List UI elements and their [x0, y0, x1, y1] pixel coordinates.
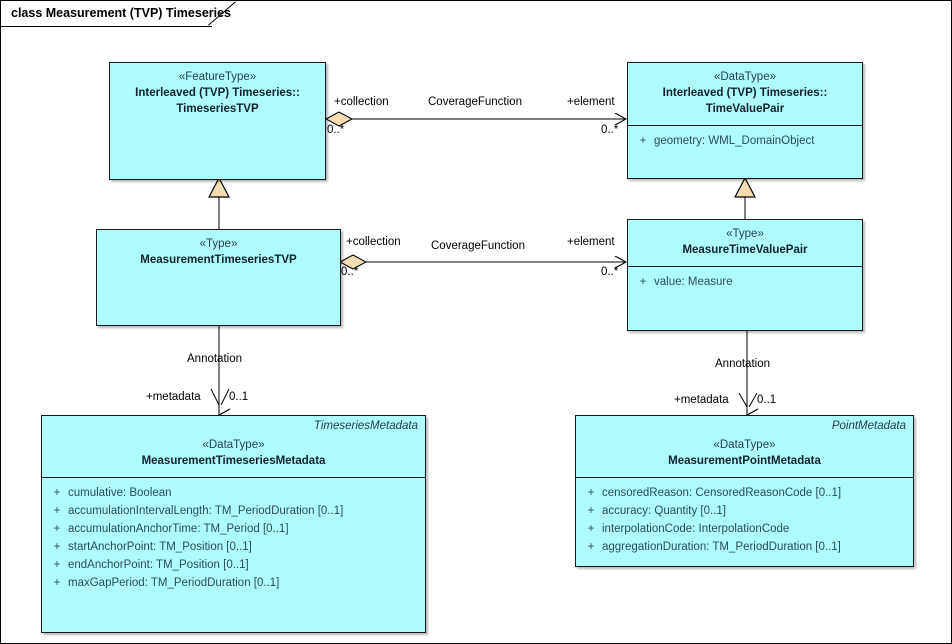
- attribute-text: endAnchorPoint: TM_Position [0..1]: [68, 559, 249, 571]
- attribute-visibility: +: [53, 577, 61, 589]
- attribute-row: + accuracy: Quantity [0..1]: [580, 502, 909, 520]
- diagram-title: class Measurement (TVP) Timeseries: [11, 6, 232, 20]
- class-stereotype: «DataType»: [202, 439, 265, 451]
- attribute-visibility: +: [53, 505, 61, 517]
- label-annotation-left-role: +metadata: [146, 391, 201, 403]
- attribute-row: + accumulationIntervalLength: TM_PeriodD…: [46, 502, 421, 520]
- attribute-row: + value: Measure: [632, 273, 858, 291]
- label-coverage-bottom-target-mult: 0..*: [601, 266, 619, 278]
- label-coverage-top-name: CoverageFunction: [428, 96, 522, 108]
- attribute-visibility: +: [53, 559, 61, 571]
- class-box-measurement-timeseries-metadata[interactable]: TimeseriesMetadata «DataType» Measuremen…: [41, 415, 426, 633]
- attribute-row: + maxGapPeriod: TM_PeriodDuration [0..1]: [46, 574, 421, 592]
- label-annotation-right-role: +metadata: [674, 394, 729, 406]
- label-annotation-left-mult: 0..1: [229, 391, 249, 403]
- attribute-text: cumulative: Boolean: [68, 487, 172, 499]
- class-header-measure-time-value-pair: «Type» MeasureTimeValuePair: [628, 220, 862, 267]
- attribute-visibility: +: [53, 523, 61, 535]
- class-corner-name: PointMetadata: [831, 420, 906, 432]
- connector-generalization-right: [734, 176, 756, 219]
- class-stereotype: «Type»: [726, 228, 764, 240]
- connector-coverage-function-bottom: [338, 254, 626, 270]
- attribute-text: startAnchorPoint: TM_Position [0..1]: [68, 541, 252, 553]
- class-corner-name: TimeseriesMetadata: [313, 420, 418, 432]
- class-stereotype: «Type»: [199, 238, 238, 250]
- attribute-row: + accumulationAnchorTime: TM_Period [0..…: [46, 520, 421, 538]
- connector-coverage-function-top: [324, 111, 626, 127]
- connector-generalization-left: [208, 176, 230, 229]
- attribute-text: aggregationDuration: TM_PeriodDuration […: [602, 541, 841, 553]
- label-coverage-bottom-source-role: +collection: [346, 236, 401, 248]
- connector-annotation-left: [210, 326, 229, 415]
- class-name-line1: Interleaved (TVP) Timeseries::: [135, 87, 300, 99]
- tab-bottom-edge: [1, 26, 212, 27]
- class-attributes-measurement-timeseries-metadata: + cumulative: Boolean + accumulationInte…: [42, 478, 425, 596]
- label-coverage-bottom-source-mult: 0..*: [341, 266, 359, 278]
- class-box-measurement-point-metadata[interactable]: PointMetadata «DataType» MeasurementPoin…: [575, 415, 914, 567]
- label-coverage-top-target-role: +element: [567, 96, 615, 108]
- attribute-visibility: +: [587, 505, 595, 517]
- attribute-row: + aggregationDuration: TM_PeriodDuration…: [580, 538, 909, 556]
- class-box-timeseries-tvp[interactable]: «FeatureType» Interleaved (TVP) Timeseri…: [109, 62, 326, 180]
- class-box-time-value-pair[interactable]: «DataType» Interleaved (TVP) Timeseries:…: [627, 62, 863, 179]
- label-coverage-bottom-name: CoverageFunction: [431, 240, 525, 252]
- label-annotation-left-name: Annotation: [187, 353, 242, 365]
- attribute-row: + censoredReason: CensoredReasonCode [0.…: [580, 484, 909, 502]
- attribute-text: interpolationCode: InterpolationCode: [602, 523, 790, 535]
- label-coverage-top-target-mult: 0..*: [601, 124, 619, 136]
- label-annotation-right-mult: 0..1: [757, 394, 777, 406]
- class-box-measure-time-value-pair[interactable]: «Type» MeasureTimeValuePair + value: Mea…: [627, 219, 863, 331]
- label-coverage-top-source-role: +collection: [334, 96, 389, 108]
- attribute-text: accumulationIntervalLength: TM_PeriodDur…: [68, 505, 344, 517]
- tab-diagonal-edge: [207, 1, 237, 27]
- class-stereotype: «DataType»: [713, 71, 776, 83]
- attribute-visibility: +: [587, 487, 595, 499]
- class-stereotype: «FeatureType»: [178, 71, 257, 83]
- class-attributes-measurement-point-metadata: + censoredReason: CensoredReasonCode [0.…: [576, 478, 913, 560]
- class-name-line1: MeasureTimeValuePair: [682, 244, 808, 256]
- class-name-line1: Interleaved (TVP) Timeseries::: [662, 87, 828, 99]
- class-name-line2: TimeValuePair: [705, 103, 785, 115]
- attribute-visibility: +: [53, 541, 61, 553]
- class-box-measurement-timeseries-tvp[interactable]: «Type» MeasurementTimeseriesTVP: [96, 229, 341, 326]
- class-name-line1: MeasurementTimeseriesTVP: [140, 254, 297, 266]
- class-header-measurement-timeseries-metadata: TimeseriesMetadata «DataType» Measuremen…: [42, 416, 425, 478]
- class-attributes-measure-time-value-pair: + value: Measure: [628, 267, 862, 295]
- attribute-text: value: Measure: [654, 276, 733, 288]
- attribute-row: + interpolationCode: InterpolationCode: [580, 520, 909, 538]
- attribute-text: maxGapPeriod: TM_PeriodDuration [0..1]: [68, 577, 280, 589]
- attribute-row: + geometry: WML_DomainObject: [632, 132, 858, 150]
- attribute-visibility: +: [587, 541, 595, 553]
- attribute-text: accuracy: Quantity [0..1]: [602, 505, 727, 517]
- class-attributes-time-value-pair: + geometry: WML_DomainObject: [628, 126, 862, 154]
- attribute-text: censoredReason: CensoredReasonCode [0..1…: [602, 487, 842, 499]
- attribute-text: geometry: WML_DomainObject: [654, 135, 815, 147]
- class-header-measurement-timeseries-tvp: «Type» MeasurementTimeseriesTVP: [97, 230, 340, 276]
- connector-annotation-right: [738, 331, 757, 415]
- attribute-text: accumulationAnchorTime: TM_Period [0..1]: [68, 523, 289, 535]
- class-name-line1: MeasurementTimeseriesMetadata: [141, 455, 326, 467]
- label-coverage-top-source-mult: 0..*: [327, 124, 345, 136]
- class-stereotype: «DataType»: [713, 439, 776, 451]
- label-annotation-right-name: Annotation: [715, 358, 770, 370]
- class-header-measurement-point-metadata: PointMetadata «DataType» MeasurementPoin…: [576, 416, 913, 478]
- attribute-visibility: +: [639, 135, 647, 147]
- class-name-line1: MeasurementPointMetadata: [668, 455, 821, 467]
- class-header-timeseries-tvp: «FeatureType» Interleaved (TVP) Timeseri…: [110, 63, 325, 125]
- attribute-visibility: +: [53, 487, 61, 499]
- label-coverage-bottom-target-role: +element: [567, 236, 615, 248]
- attribute-visibility: +: [639, 276, 647, 288]
- attribute-row: + startAnchorPoint: TM_Position [0..1]: [46, 538, 421, 556]
- class-header-time-value-pair: «DataType» Interleaved (TVP) Timeseries:…: [628, 63, 862, 126]
- diagram-title-tab: class Measurement (TVP) Timeseries: [1, 1, 231, 27]
- attribute-row: + endAnchorPoint: TM_Position [0..1]: [46, 556, 421, 574]
- class-name-line2: TimeseriesTVP: [176, 103, 259, 115]
- attribute-row: + cumulative: Boolean: [46, 484, 421, 502]
- attribute-visibility: +: [587, 523, 595, 535]
